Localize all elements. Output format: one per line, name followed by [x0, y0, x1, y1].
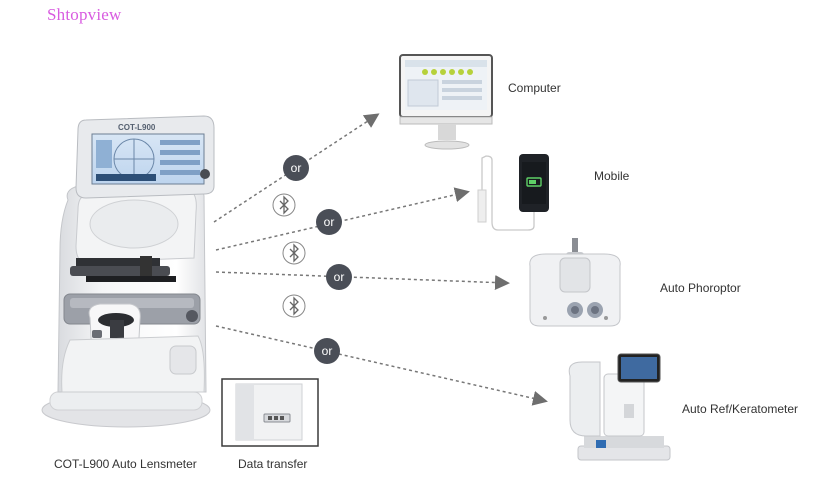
or-badge: or	[314, 338, 340, 364]
autorefractor-icon	[568, 353, 671, 461]
arrow-to-autorefractor	[215, 325, 548, 406]
bluetooth-icon	[282, 241, 306, 265]
arrow-to-phoroptor	[215, 271, 510, 291]
bluetooth-icon	[272, 193, 296, 217]
computer-label: Computer	[508, 81, 561, 95]
lensmeter-label: COT-L900 Auto Lensmeter	[54, 457, 197, 471]
phoroptor-icon	[529, 238, 621, 327]
or-badge: or	[326, 264, 352, 290]
or-badge: or	[316, 209, 342, 235]
computer-icon	[399, 54, 493, 150]
phoroptor-label: Auto Phoroptor	[660, 281, 741, 295]
data-transfer-label: Data transfer	[238, 457, 308, 471]
bluetooth-icon	[282, 294, 306, 318]
mobile-label: Mobile	[594, 169, 630, 183]
data-transfer-inset	[221, 378, 319, 447]
screen-brand-text: COT-L900	[118, 123, 156, 132]
autorefractor-label: Auto Ref/Keratometer	[682, 402, 799, 416]
connection-arrows	[213, 113, 548, 406]
mobile-phone-icon	[477, 154, 549, 231]
watermark-top: Shtopview	[47, 5, 122, 24]
or-badge: or	[283, 155, 309, 181]
lensmeter-device	[41, 115, 215, 428]
